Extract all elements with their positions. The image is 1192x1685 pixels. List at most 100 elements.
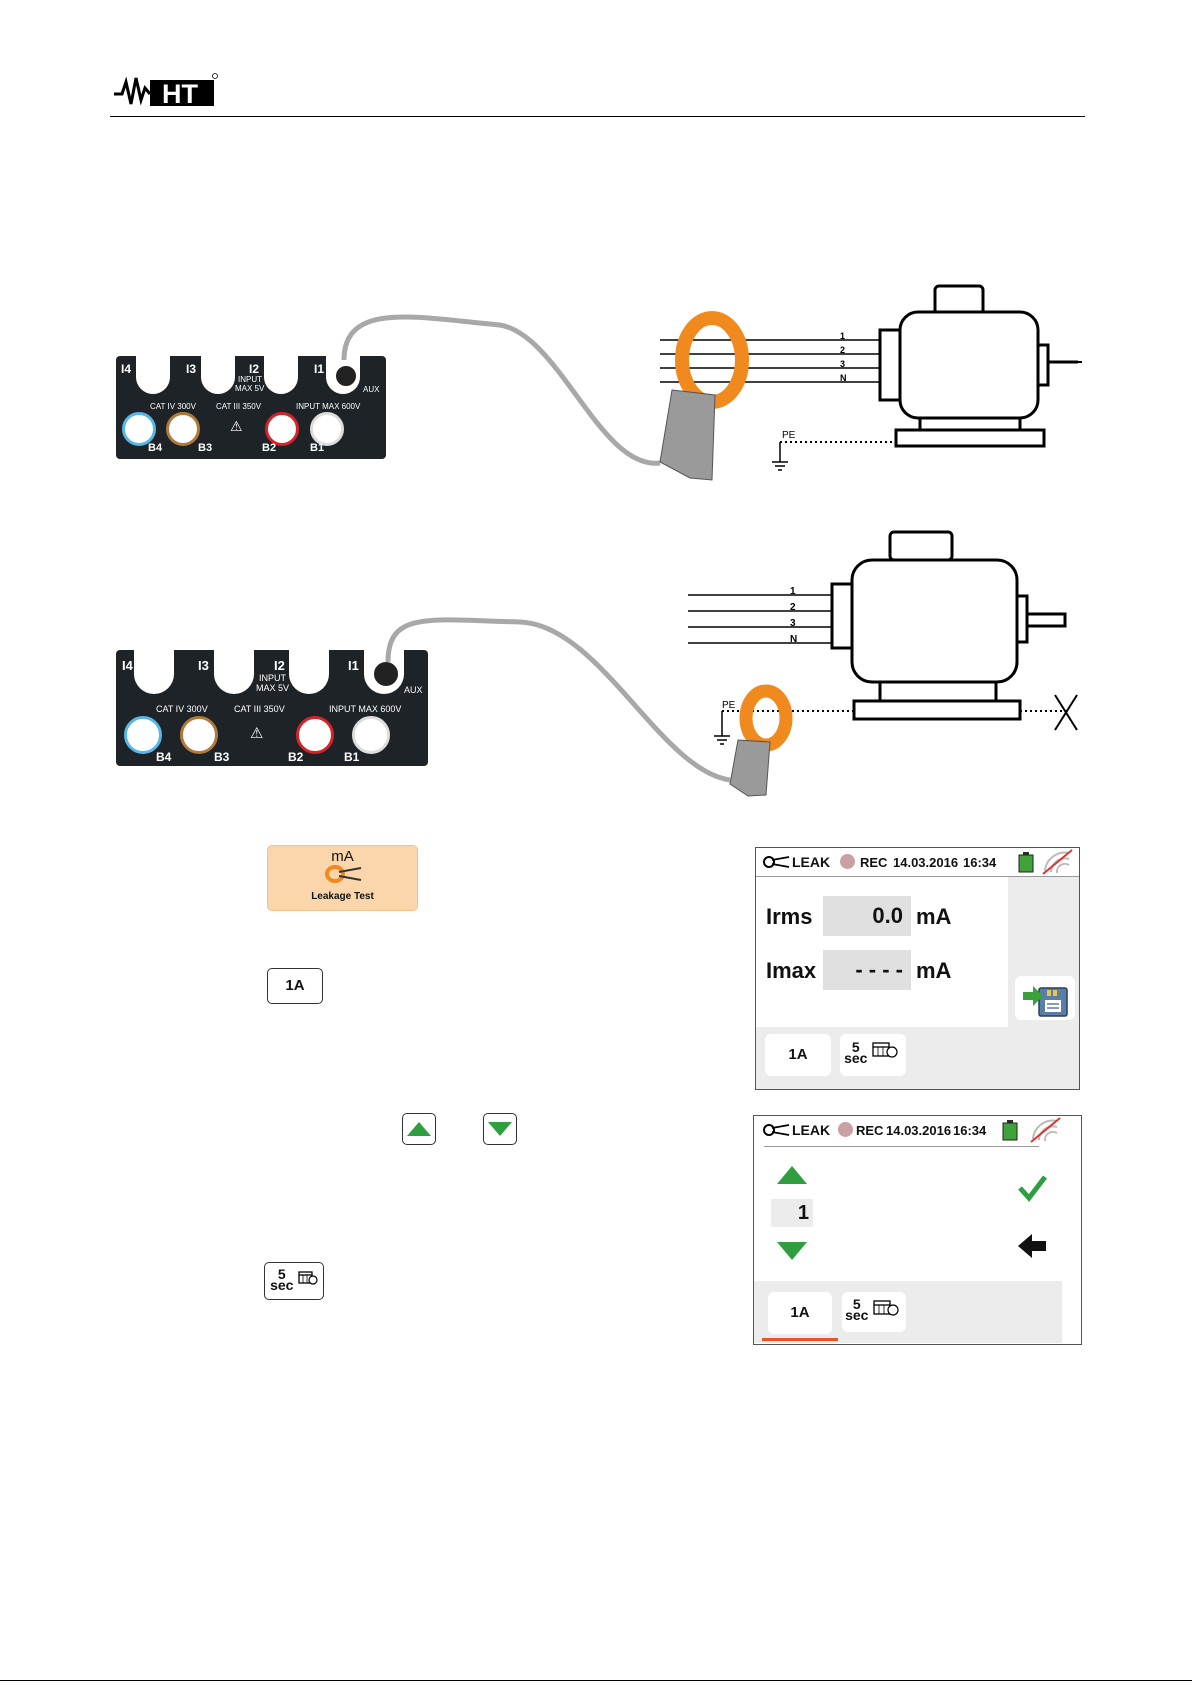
label-i4: I4 <box>121 362 132 376</box>
wifi-off-icon <box>1042 849 1073 875</box>
label-input-max600: INPUT MAX 600V <box>296 402 361 411</box>
pe-label-2: PE <box>722 700 736 711</box>
back-button[interactable] <box>1012 1226 1052 1266</box>
wire-label-3: 3 <box>790 618 796 629</box>
label-input-a: INPUT <box>259 673 286 683</box>
checkmark-icon <box>1018 1175 1047 1202</box>
save-to-memory-button[interactable] <box>1015 976 1075 1020</box>
triangle-down-icon <box>488 1122 512 1136</box>
interval-softkey[interactable]: 5 sec <box>840 1034 906 1076</box>
label-b4: B4 <box>148 442 163 454</box>
registered-mark-icon <box>212 73 218 79</box>
label-input-b: MAX 5V <box>256 683 290 693</box>
triangle-up-icon <box>777 1166 807 1184</box>
imax-label: Imax <box>766 958 817 983</box>
wire-label-2: 2 <box>790 602 796 613</box>
ma-unit-label: mA <box>331 848 354 865</box>
label-b1: B1 <box>344 750 360 764</box>
jack-b3 <box>166 412 200 446</box>
label-b1: B1 <box>310 442 325 454</box>
jack-b2 <box>265 412 299 446</box>
motor-wires-1 <box>660 339 880 383</box>
clamp-handle-2 <box>729 739 771 797</box>
label-b2: B2 <box>288 750 304 764</box>
leakage-test-button[interactable]: mA Leakage Test <box>267 845 418 911</box>
selected-underline <box>762 1338 838 1341</box>
footer-rule <box>0 1680 1192 1681</box>
clamp-handle-1 <box>659 389 716 481</box>
label-b4: B4 <box>156 750 172 764</box>
clamp-mode-icon <box>763 856 790 868</box>
time: 16:34 <box>953 1123 987 1138</box>
clamp-jaw-2 <box>739 684 793 752</box>
motor-2 <box>830 530 1067 721</box>
battery-icon <box>1002 1120 1018 1141</box>
label-cat4: CAT IV 300V <box>156 704 208 714</box>
rec-label: REC <box>856 1123 884 1138</box>
label-i3: I3 <box>198 658 209 673</box>
rec-label: REC <box>860 855 888 870</box>
label-i4: I4 <box>122 658 133 673</box>
selected-range-value: 1 <box>771 1199 813 1227</box>
imax-unit: mA <box>916 958 952 983</box>
label-i2: I2 <box>274 658 285 673</box>
rec-indicator <box>838 1122 853 1137</box>
label-i1: I1 <box>314 362 325 376</box>
range-key[interactable]: 1A <box>267 968 323 1004</box>
jack-b2 <box>296 716 334 754</box>
slot-i2 <box>264 356 298 394</box>
wire-label-n: N <box>790 634 797 645</box>
motor-1 <box>878 284 1078 448</box>
range-softkey[interactable]: 1A <box>768 1292 832 1334</box>
jack-b1 <box>352 716 390 754</box>
instrument-panel-2: I4 I3 I2 I1 AUX INPUT MAX 5V CAT IV 300V… <box>116 650 428 766</box>
motor-wires-2 <box>688 594 832 644</box>
warning-icon: ⚠ <box>230 418 243 434</box>
ht-logo: HT <box>114 73 218 109</box>
header-rule <box>110 116 1085 117</box>
jack-b4 <box>124 716 162 754</box>
clamp-cable-1 <box>341 314 661 466</box>
wifi-off-icon <box>1030 1117 1061 1143</box>
decrease-button[interactable] <box>771 1234 813 1268</box>
time: 16:34 <box>963 855 997 870</box>
label-input-a: INPUT <box>238 375 262 384</box>
interval-number: 5 <box>277 1266 286 1282</box>
interval-key[interactable]: 5 sec <box>264 1262 324 1300</box>
label-b3: B3 <box>198 442 213 454</box>
down-arrow-key[interactable] <box>483 1113 517 1145</box>
calendar-clock-icon <box>873 1299 899 1316</box>
mode-label: LEAK <box>792 1122 831 1138</box>
confirm-button[interactable] <box>1012 1168 1052 1208</box>
rec-indicator <box>840 854 855 869</box>
leakage-screen-main: LEAK REC 14.03.2016 16:34 Irms 0.0 mA Im… <box>755 847 1080 1090</box>
irms-label: Irms <box>766 904 813 929</box>
label-aux: AUX <box>404 685 423 695</box>
label-i2: I2 <box>249 362 260 376</box>
label-input-b: MAX 5V <box>235 384 265 393</box>
interval-number: 5 <box>852 1296 861 1312</box>
label-b2: B2 <box>262 442 277 454</box>
range-softkey[interactable]: 1A <box>765 1034 831 1076</box>
calendar-clock-icon <box>872 1042 898 1058</box>
label-cat3: CAT III 350V <box>216 402 262 411</box>
up-arrow-key[interactable] <box>402 1113 436 1145</box>
warning-icon: ⚠ <box>250 725 264 742</box>
interval-softkey[interactable]: 5 sec <box>842 1292 906 1332</box>
triangle-up-icon <box>407 1122 431 1136</box>
date: 14.03.2016 <box>893 855 959 870</box>
label-b3: B3 <box>214 750 230 764</box>
increase-button[interactable] <box>771 1158 813 1192</box>
clamp-mode-icon <box>763 1124 790 1136</box>
interval-unit: sec <box>270 1277 294 1293</box>
label-input-max600: INPUT MAX 600V <box>329 704 402 714</box>
wire-label-1: 1 <box>840 331 845 341</box>
date: 14.03.2016 <box>886 1123 952 1138</box>
jack-b3 <box>180 716 218 754</box>
pe-label-1: PE <box>782 430 796 441</box>
label-i1: I1 <box>348 658 359 673</box>
interval-unit: sec <box>844 1050 868 1066</box>
label-cat3: CAT III 350V <box>234 704 285 714</box>
label-i3: I3 <box>186 362 197 376</box>
